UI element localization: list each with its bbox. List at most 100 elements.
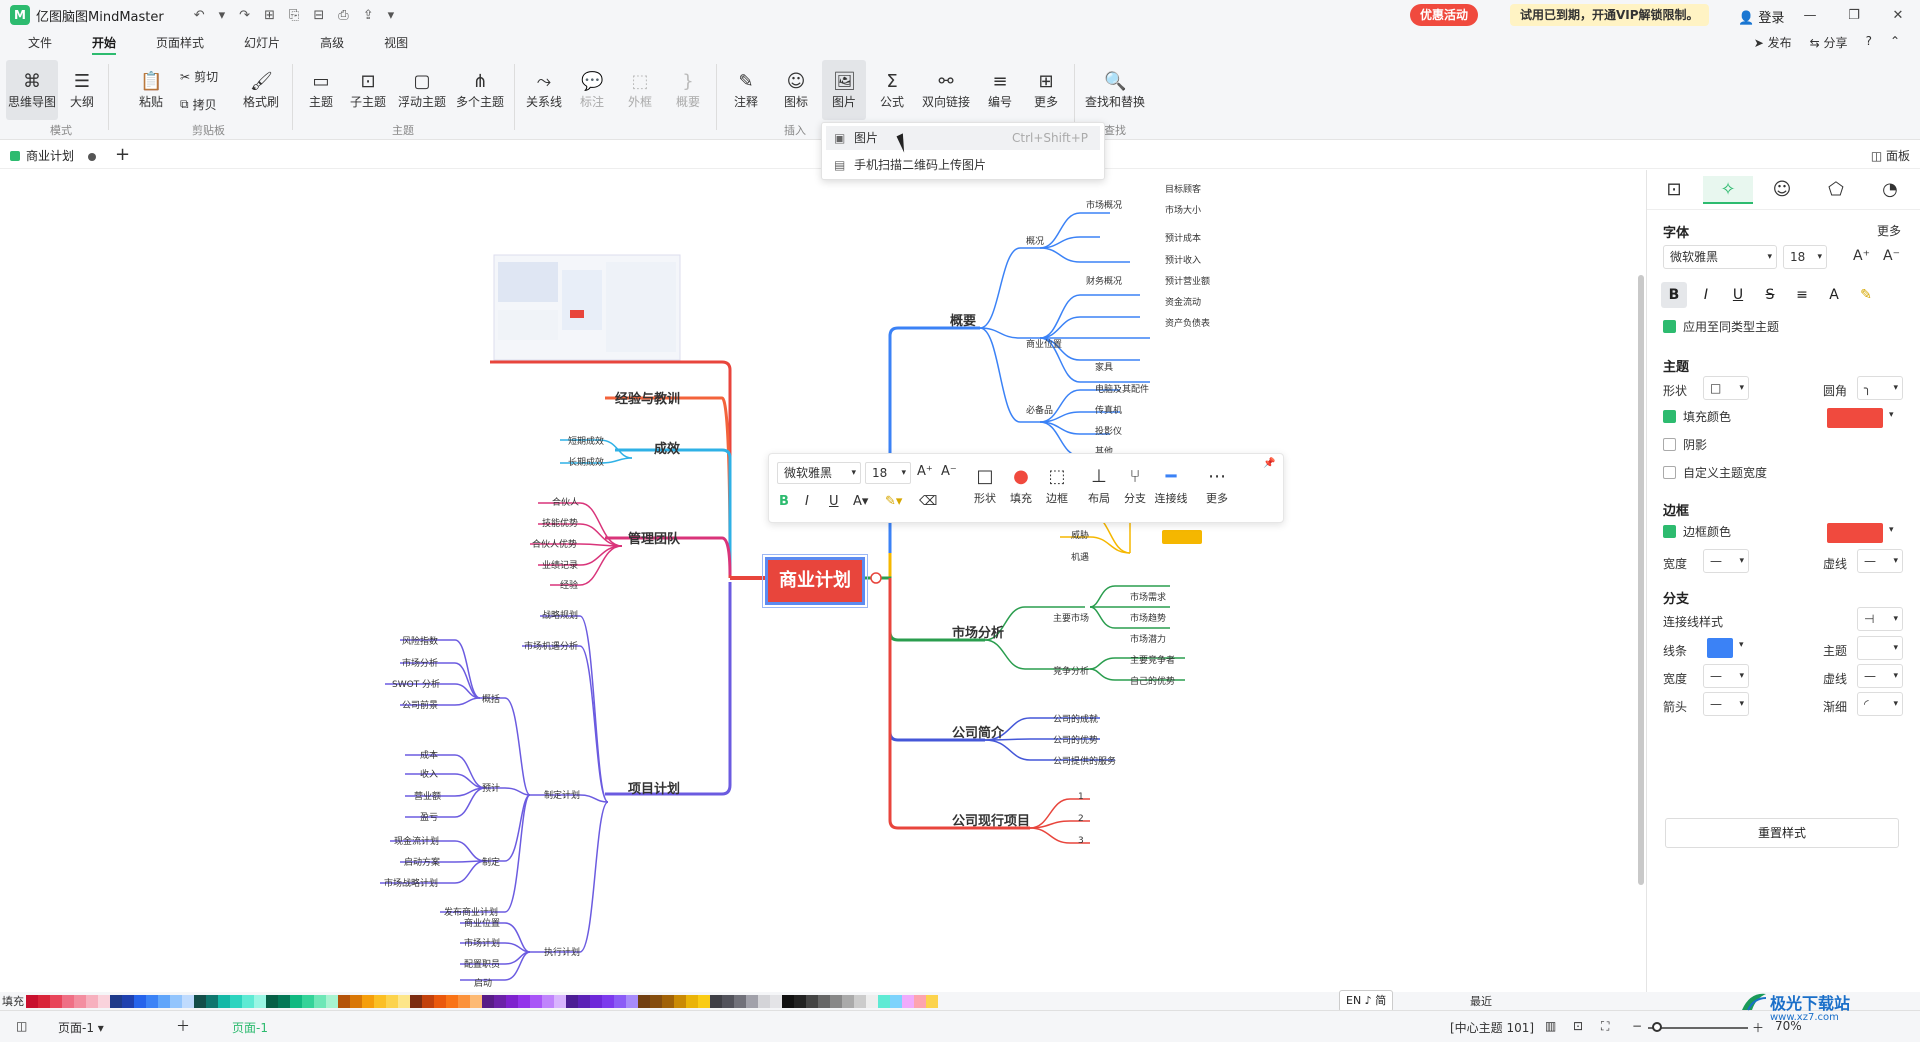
border-width-select[interactable]: —▾ [1703, 549, 1749, 573]
color-swatch[interactable] [638, 994, 650, 1008]
color-swatch[interactable] [134, 994, 146, 1008]
color-swatch[interactable] [734, 994, 746, 1008]
color-swatch[interactable] [830, 994, 842, 1008]
color-swatch[interactable] [38, 994, 50, 1008]
shadow-checkbox[interactable] [1663, 438, 1676, 451]
frame-button[interactable]: ⬚ 外框 [622, 60, 658, 120]
copy-button[interactable]: ⧉拷贝 [180, 96, 217, 113]
fit-page-icon[interactable]: ⊡ [1573, 1019, 1584, 1033]
color-swatch[interactable] [398, 994, 410, 1008]
topic-button[interactable]: ▭ 主题 [304, 60, 338, 120]
color-swatch[interactable] [674, 994, 686, 1008]
subtopic[interactable]: 商业位置 [1026, 340, 1063, 350]
color-swatch[interactable] [242, 994, 254, 1008]
tab-history-icon[interactable]: ◔ [1882, 179, 1898, 200]
numbering-button[interactable]: ≡ 编号 [980, 60, 1020, 120]
topic-results[interactable]: 成效 [654, 442, 681, 457]
chevron-down-icon[interactable]: ▾ [1889, 410, 1894, 420]
color-swatch[interactable] [158, 994, 170, 1008]
subtopic[interactable]: 短期成效 [568, 437, 605, 447]
subtopic-button[interactable]: ⊡ 子主题 [348, 60, 388, 120]
print-icon[interactable]: ⎙ [338, 7, 349, 23]
color-swatch[interactable] [590, 994, 602, 1008]
formula-button[interactable]: Σ 公式 [872, 60, 912, 120]
undo-icon[interactable]: ↶ [193, 7, 205, 23]
inserted-image-thumbnail[interactable] [493, 254, 681, 361]
color-swatch[interactable] [770, 994, 782, 1008]
subtopic[interactable]: 盈亏 [420, 813, 439, 823]
color-swatch[interactable] [542, 994, 554, 1008]
subtopic[interactable]: 主要市场 [1053, 614, 1090, 624]
subtopic[interactable]: 经验 [560, 581, 579, 591]
subtopic[interactable]: 公司的优势 [1053, 736, 1099, 746]
root-topic[interactable]: 商业计划 [762, 554, 868, 608]
collapse-ribbon-icon[interactable]: ⌃ [1889, 34, 1900, 48]
page-tab[interactable]: 页面-1 [232, 1021, 268, 1035]
color-swatch[interactable] [806, 994, 818, 1008]
color-swatch[interactable] [926, 994, 938, 1008]
subtopic[interactable]: 财务概况 [1086, 277, 1123, 287]
color-swatch[interactable] [410, 994, 422, 1008]
subtopic[interactable]: 执行计划 [544, 948, 581, 958]
tab-icon-library-icon[interactable]: ☺ [1772, 179, 1792, 200]
color-swatch[interactable] [194, 994, 206, 1008]
bilink-button[interactable]: ⚯ 双向链接 [918, 60, 974, 120]
subtopic[interactable]: 市场潜力 [1130, 635, 1167, 645]
add-page-icon[interactable]: ＋ [176, 1019, 190, 1035]
color-swatch[interactable] [386, 994, 398, 1008]
color-swatch[interactable] [890, 994, 902, 1008]
menu-slides[interactable]: 幻灯片 [244, 36, 281, 50]
color-swatch[interactable] [782, 994, 794, 1008]
border-color-swatch[interactable] [1827, 523, 1883, 543]
subtopic[interactable]: 市场概况 [1086, 201, 1123, 211]
menu-item-insert-image[interactable]: ▣ 图片 Ctrl+Shift+P [826, 126, 1100, 150]
more-button[interactable]: ⋯更多 [1199, 464, 1235, 506]
border-color-checkbox[interactable] [1663, 525, 1676, 538]
color-swatch[interactable] [278, 994, 290, 1008]
share-button[interactable]: ⇆ 分享 [1810, 34, 1848, 51]
panel-size-select[interactable]: 18▾ [1783, 245, 1827, 269]
sidebar-toggle-icon[interactable]: ◫ [16, 1019, 28, 1033]
subtopic[interactable]: 营业额 [414, 792, 442, 802]
zoom-slider-thumb[interactable] [1652, 1022, 1662, 1032]
color-swatch[interactable] [554, 994, 566, 1008]
new-icon[interactable]: ⊞ [264, 7, 275, 23]
subtopic[interactable]: 启动 [474, 979, 493, 989]
apply-same-checkbox[interactable] [1663, 320, 1676, 333]
color-swatch[interactable] [98, 994, 110, 1008]
canvas-vertical-scrollbar[interactable] [1638, 275, 1644, 885]
color-swatch[interactable] [494, 994, 506, 1008]
menu-page-style[interactable]: 页面样式 [156, 36, 205, 50]
subtopic[interactable]: 制定计划 [544, 791, 581, 801]
bold-icon[interactable]: B [1661, 282, 1687, 308]
subtopic[interactable]: 预计营业额 [1165, 277, 1211, 287]
color-swatch[interactable] [350, 994, 362, 1008]
floating-topic-button[interactable]: ▢ 浮动主题 [396, 60, 448, 120]
subtopic[interactable]: 市场大小 [1165, 206, 1202, 216]
subtopic[interactable]: 收入 [420, 770, 439, 780]
grow-font-icon[interactable]: A⁺ [917, 464, 933, 479]
note-button[interactable]: ✎ 注释 [726, 60, 766, 120]
subtopic[interactable]: 业绩记录 [542, 561, 579, 571]
color-swatch[interactable] [470, 994, 482, 1008]
italic-icon[interactable]: I [805, 494, 809, 509]
color-swatch[interactable] [446, 994, 458, 1008]
more-insert-button[interactable]: ⊞ 更多 [1026, 60, 1066, 120]
subtopic[interactable]: 其他 [1095, 447, 1114, 457]
topic-current-projects[interactable]: 公司现行项目 [952, 814, 1031, 829]
connector-button[interactable]: ━连接线 [1153, 464, 1189, 506]
subtopic[interactable]: 市场分析 [402, 659, 439, 669]
subtopic[interactable]: 发布商业计划 [444, 908, 499, 918]
subtopic[interactable]: 家具 [1095, 363, 1114, 373]
color-swatch[interactable] [818, 994, 830, 1008]
ime-language-indicator[interactable]: EN ♪ 简 [1339, 990, 1394, 1012]
chevron-down-icon[interactable]: ▾ [1739, 640, 1744, 650]
subtopic[interactable]: 长期成效 [568, 458, 605, 468]
topic-project-plan[interactable]: 项目计划 [628, 782, 681, 797]
color-swatch[interactable] [650, 994, 662, 1008]
more-font-link[interactable]: 更多 [1877, 224, 1902, 238]
color-swatch[interactable] [422, 994, 434, 1008]
color-swatch[interactable] [566, 994, 578, 1008]
color-swatch[interactable] [842, 994, 854, 1008]
multiple-topics-button[interactable]: ⋔ 多个主题 [454, 60, 506, 120]
